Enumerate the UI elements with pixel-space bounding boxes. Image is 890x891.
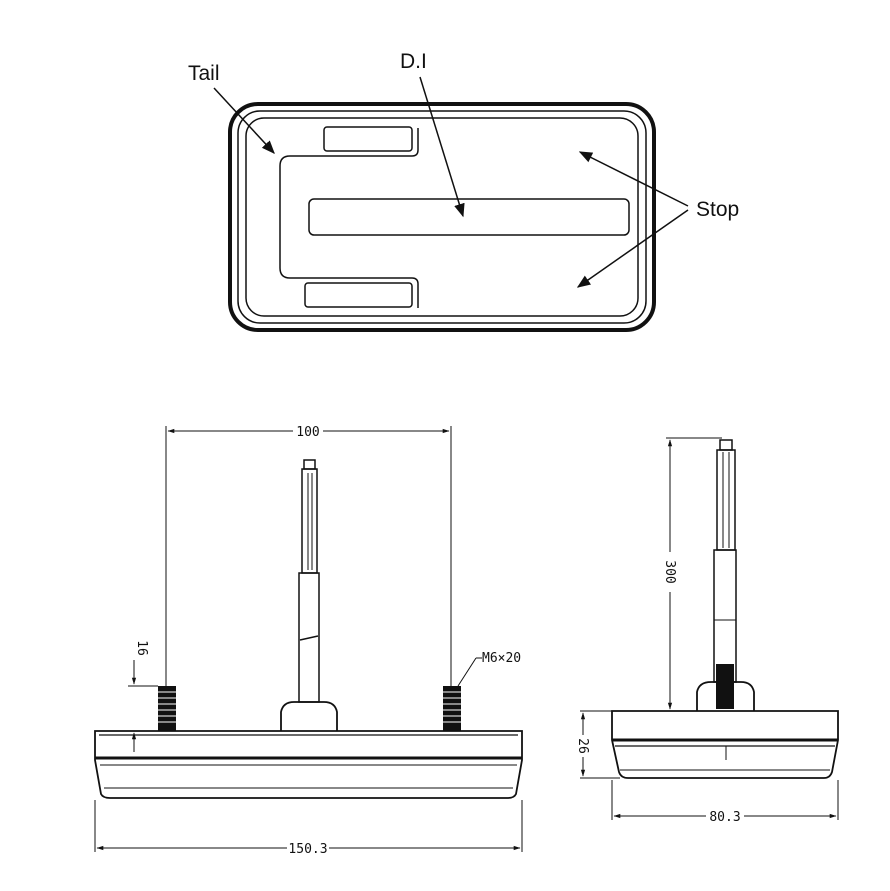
di-leader-arrow — [419, 76, 465, 218]
dim-overall-depth: 80.3 — [709, 810, 740, 825]
cable-lower — [298, 572, 320, 703]
front-view: 100 16 M6×20 150.3 — [94, 423, 523, 857]
side-cable-upper — [716, 449, 736, 551]
cable-upper — [301, 468, 318, 574]
lamp-inner-housing — [237, 110, 647, 324]
tail-upper-segment — [323, 126, 413, 152]
right-mounting-bolt — [443, 686, 461, 731]
side-body-outline — [611, 710, 839, 779]
callout-tail-label: Tail — [188, 62, 220, 85]
dim-bolt-spacing: 100 — [296, 425, 319, 440]
dim-thread-size: M6×20 — [482, 651, 521, 666]
direction-indicator-strip — [308, 198, 630, 236]
thread-leader — [457, 657, 477, 687]
dim-cable-length: 300 — [662, 560, 677, 583]
cable-grommet — [280, 701, 338, 731]
tail-lamp-outline — [279, 128, 419, 308]
stop-leader-arrow-upper — [578, 151, 689, 207]
tail-leader-arrow — [213, 87, 275, 154]
left-mounting-bolt — [158, 686, 176, 731]
callout-stop-label: Stop — [696, 198, 739, 221]
stop-leader-arrow-lower — [576, 209, 689, 288]
lamp-lens-edge — [245, 117, 639, 317]
dim-bolt-protrusion: 16 — [134, 640, 149, 656]
side-view: 300 26 80.3 — [575, 437, 839, 825]
callout-di-label: D.I — [400, 50, 427, 73]
dim-body-height: 26 — [575, 738, 590, 754]
front-body-outline — [94, 730, 523, 799]
dim-overall-width: 150.3 — [288, 842, 327, 857]
lamp-outer-housing — [228, 102, 656, 332]
tail-lower-segment — [304, 282, 413, 308]
top-view: Tail D.I Stop — [188, 50, 739, 332]
side-cable-lower — [713, 549, 737, 683]
